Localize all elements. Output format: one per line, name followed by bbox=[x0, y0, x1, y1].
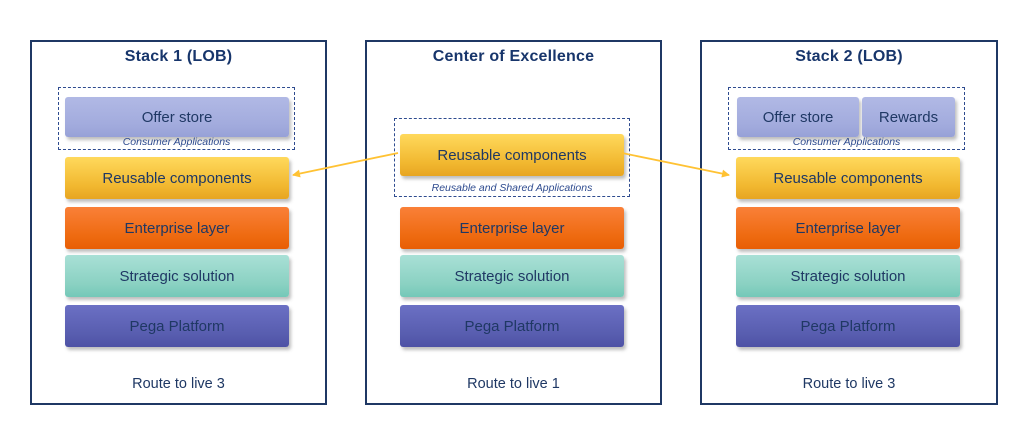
stack1-app-offer-store: Offer store bbox=[65, 97, 289, 137]
panel-center-of-excellence: Center of Excellence Reusable components… bbox=[365, 40, 662, 405]
stack1-layer-enterprise: Enterprise layer bbox=[65, 207, 289, 249]
coe-title: Center of Excellence bbox=[432, 48, 595, 65]
panel-stack2: Stack 2 (LOB) Offer store Rewards Consum… bbox=[700, 40, 998, 405]
stack1-consumer-apps-group bbox=[58, 87, 295, 150]
coe-shared-apps-label: Reusable and Shared Applications bbox=[431, 182, 593, 194]
stack2-layer-strategic: Strategic solution bbox=[736, 255, 960, 297]
stack2-app-offer-store: Offer store bbox=[737, 97, 859, 137]
coe-footer: Route to live 1 bbox=[467, 376, 560, 392]
panel-stack2-title: Stack 2 (LOB) bbox=[795, 48, 903, 65]
coe-layer-enterprise: Enterprise layer bbox=[400, 207, 624, 249]
stack2-consumer-apps-label: Consumer Applications bbox=[792, 136, 901, 148]
stack1-layer-pega-platform: Pega Platform bbox=[65, 305, 289, 347]
panel-stack1-title: Stack 1 (LOB) bbox=[124, 48, 233, 65]
coe-app-reusable-components: Reusable components bbox=[400, 134, 624, 176]
stack1-layer-strategic: Strategic solution bbox=[65, 255, 289, 297]
stack2-consumer-apps-group bbox=[728, 87, 965, 150]
stack1-footer: Route to live 3 bbox=[132, 376, 225, 392]
stack1-consumer-apps-label: Consumer Applications bbox=[122, 136, 231, 148]
coe-layer-pega-platform: Pega Platform bbox=[400, 305, 624, 347]
stack2-layer-pega-platform: Pega Platform bbox=[736, 305, 960, 347]
stack2-app-rewards: Rewards bbox=[862, 97, 955, 137]
stack2-layer-enterprise: Enterprise layer bbox=[736, 207, 960, 249]
stack2-footer: Route to live 3 bbox=[802, 376, 896, 392]
panel-stack1: Stack 1 (LOB) Offer store Consumer Appli… bbox=[30, 40, 327, 405]
stack1-layer-reusable-components: Reusable components bbox=[65, 157, 289, 199]
coe-layer-strategic: Strategic solution bbox=[400, 255, 624, 297]
stack2-layer-reusable-components: Reusable components bbox=[736, 157, 960, 199]
